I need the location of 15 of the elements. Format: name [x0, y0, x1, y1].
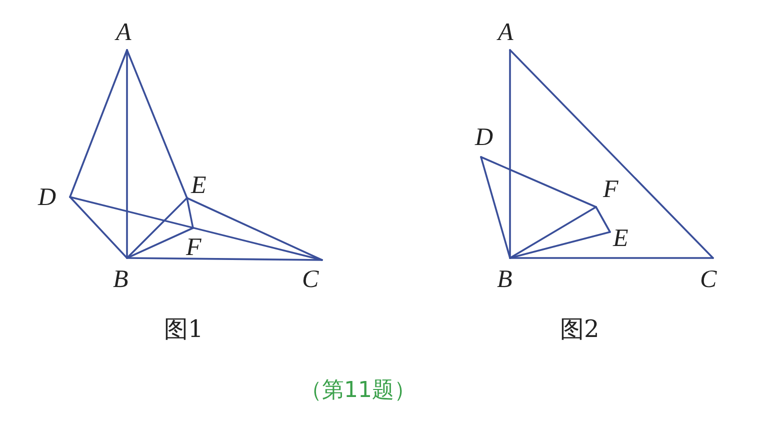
point-label: F: [603, 177, 618, 202]
point-label: E: [191, 173, 206, 198]
point-label: D: [38, 185, 56, 210]
point-label: F: [186, 235, 202, 260]
point-label: A: [498, 20, 514, 45]
point-label: B: [497, 267, 512, 292]
point-label: B: [113, 267, 128, 292]
figure-label: 图1: [164, 316, 204, 342]
point-label: D: [475, 125, 494, 150]
figure-label: 图2: [560, 316, 600, 342]
caption: （第11题）: [300, 378, 416, 404]
point-label: C: [302, 267, 319, 292]
point-label: A: [116, 20, 132, 45]
point-label: C: [700, 267, 717, 292]
point-label: E: [613, 226, 628, 251]
